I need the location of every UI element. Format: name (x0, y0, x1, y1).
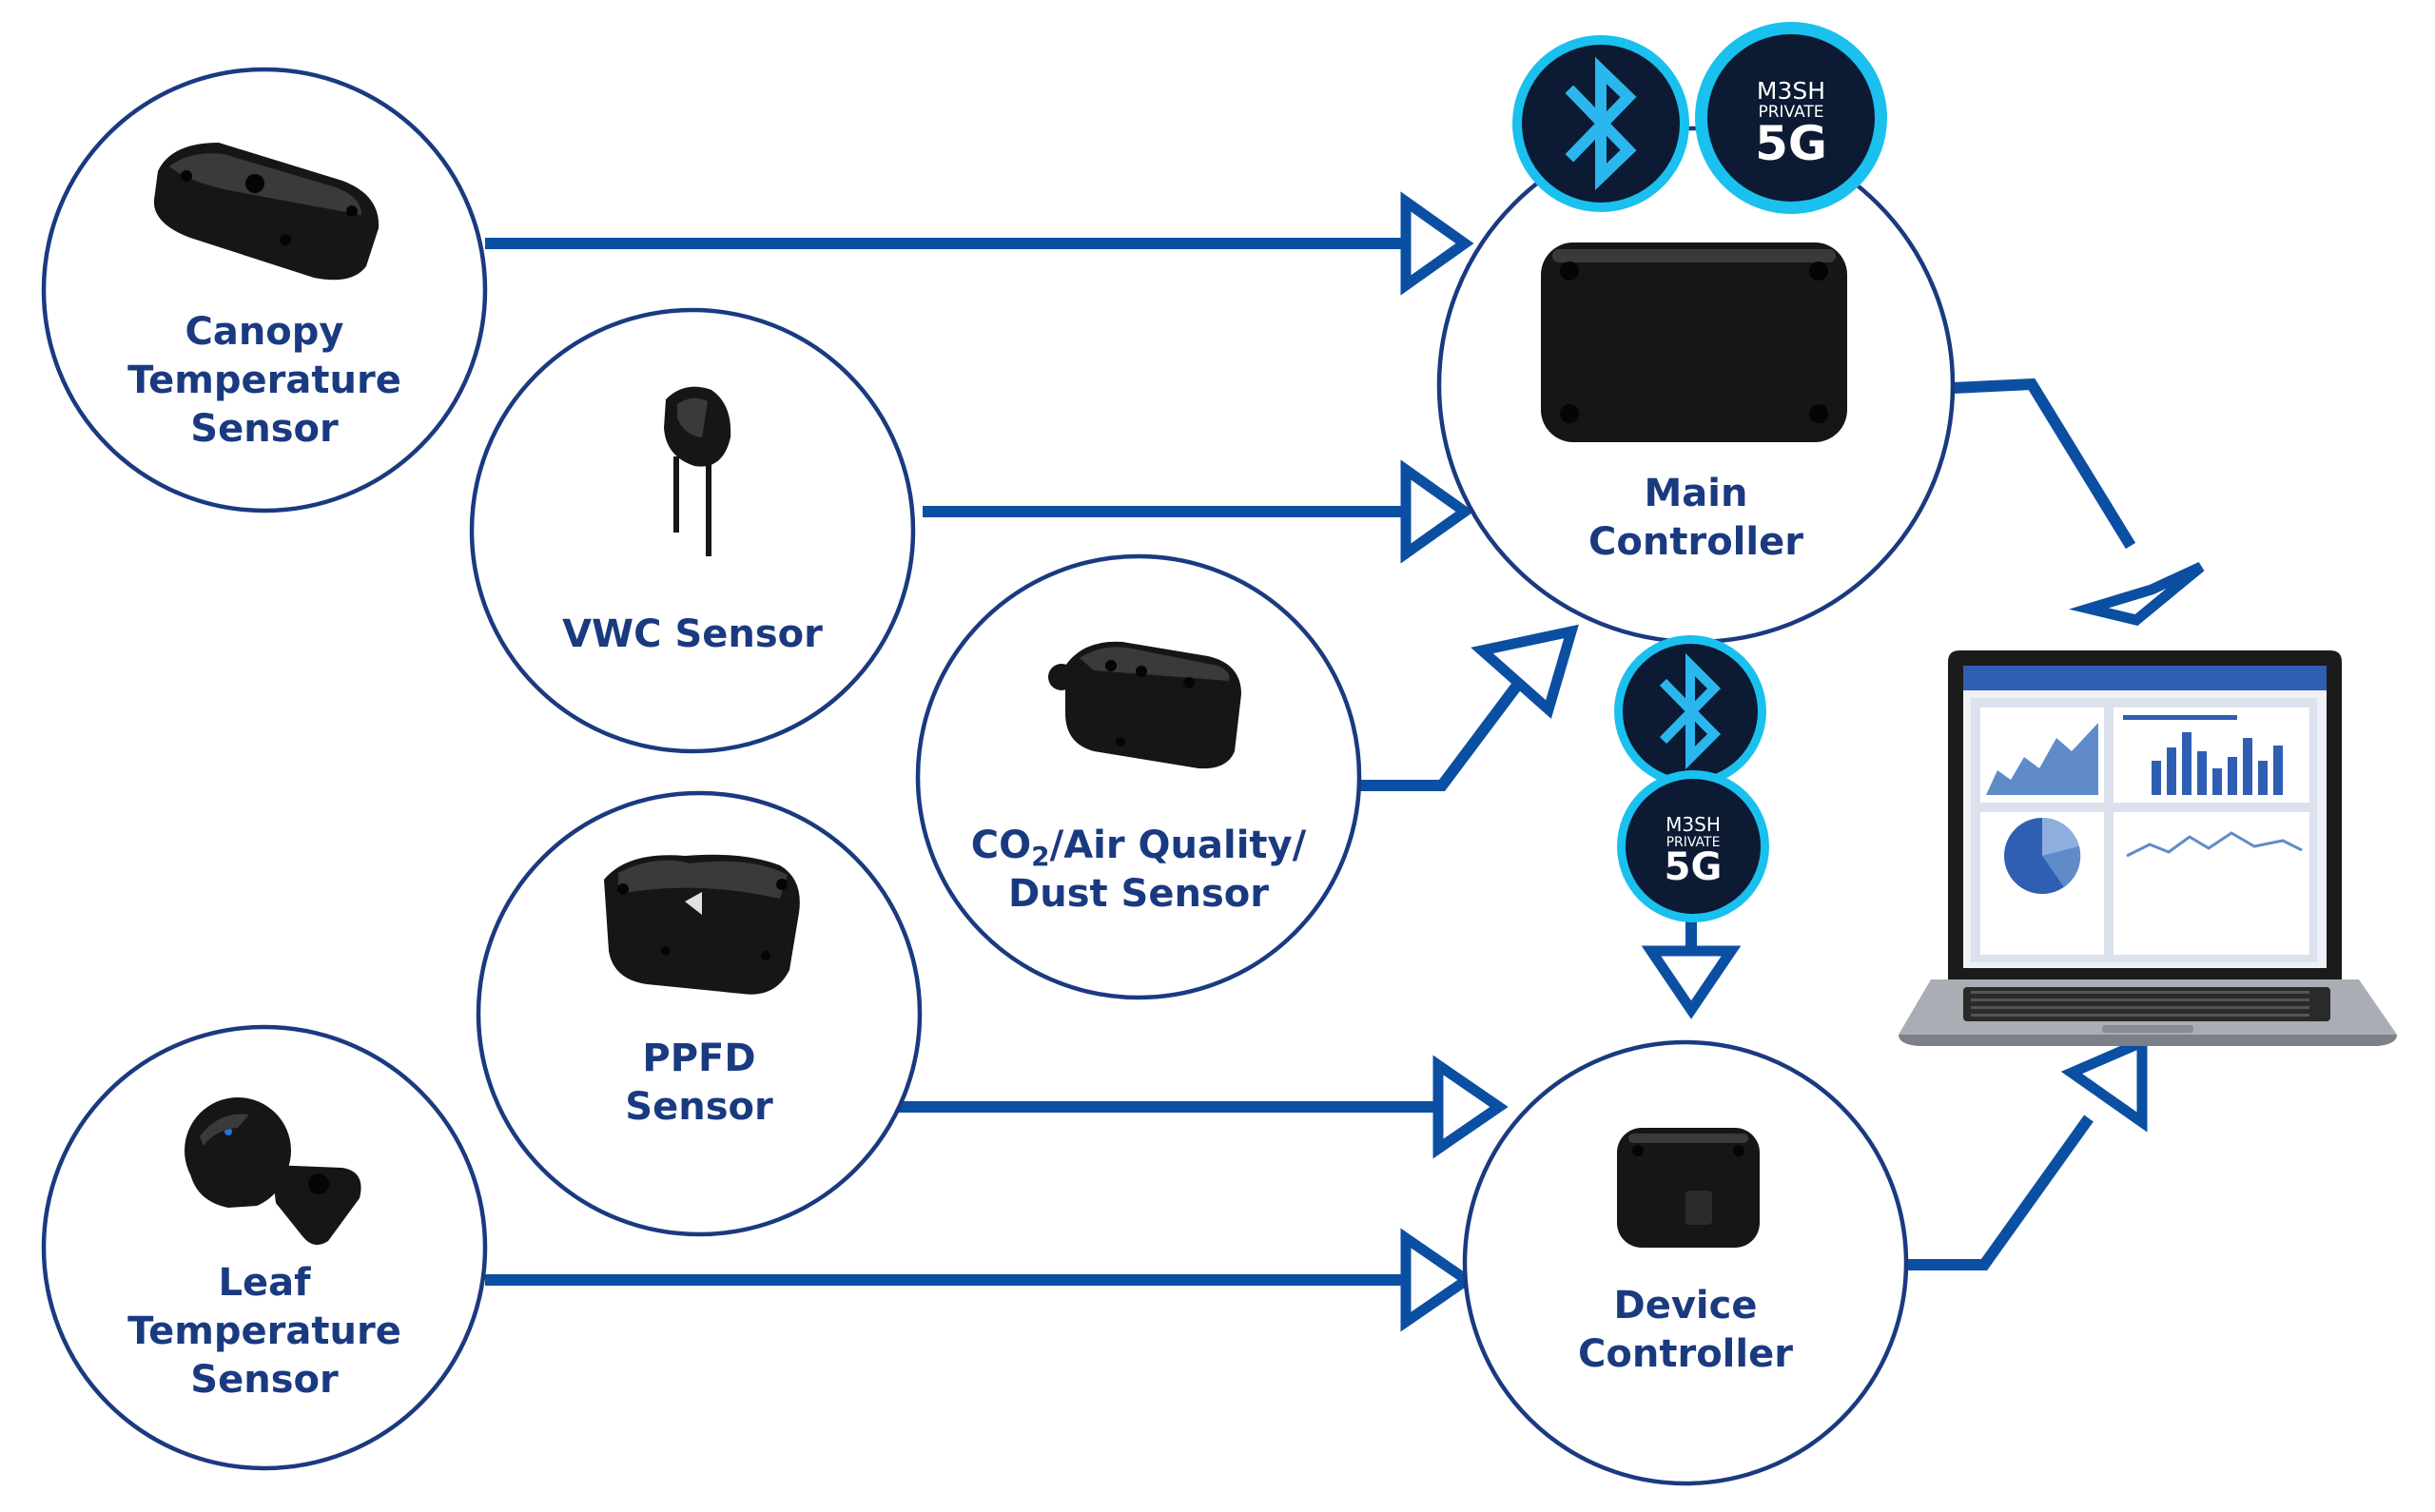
edge-device-to-laptop-head (2060, 1034, 2148, 1133)
edge-co2-to-main-head (1471, 624, 1579, 719)
leaf-sensor-device-icon (185, 1097, 361, 1245)
node-circle (41, 67, 488, 514)
node-canopy-temperature-sensor: Canopy Temperature Sensor (41, 67, 488, 514)
label-line: Controller (1588, 520, 1803, 564)
edge-main-to-laptop-head (2069, 562, 2205, 626)
mesh-label-line3: 5G (1755, 116, 1827, 171)
label-line: Temperature (127, 359, 401, 402)
label-co2-suffix: /Air Quality/ (1050, 824, 1307, 867)
label-line: Sensor (625, 1085, 773, 1129)
label-co2-prefix: CO (971, 824, 1031, 867)
label-line: Device (1614, 1284, 1758, 1328)
edge-main-to-laptop (1952, 378, 2136, 550)
co2-sensor-device-icon (1048, 641, 1241, 769)
node-device-controller: Device Controller (1462, 1039, 1909, 1486)
node-vwc-sensor: VWC Sensor (469, 307, 916, 754)
mesh-label-line1: M3SH (1666, 813, 1721, 836)
mesh-private-5g-icon: M3SH PRIVATE 5G (1695, 22, 1887, 214)
label-line: PPFD (642, 1037, 755, 1080)
node-circle (41, 1024, 488, 1471)
bluetooth-icon (1512, 35, 1689, 212)
edge-co2-to-main (1360, 675, 1527, 791)
node-circle (915, 553, 1362, 1000)
label-line: Leaf (218, 1261, 311, 1305)
label-co2-subscript: 2 (1031, 841, 1049, 872)
node-co2-air-quality-dust-sensor: CO2/Air Quality/ Dust Sensor (915, 553, 1362, 1000)
mesh-label-line2: PRIVATE (1666, 835, 1721, 850)
edge-main-to-device-head (1641, 945, 1742, 1019)
device-controller-device-icon (1617, 1128, 1760, 1248)
label-line: Sensor (190, 407, 339, 451)
edge-vwc-to-main-head (1400, 459, 1474, 564)
edge-ppfd-to-device-head (1432, 1055, 1509, 1159)
node-ppfd-sensor: PPFD Sensor (476, 790, 923, 1237)
mesh-label-line2: PRIVATE (1758, 103, 1823, 122)
mesh-label-line3: 5G (1665, 845, 1723, 889)
label-line: Main (1645, 472, 1748, 515)
label-line: VWC Sensor (562, 612, 823, 656)
bluetooth-icon (1614, 635, 1766, 787)
ppfd-sensor-device-icon (604, 854, 800, 995)
node-circle (469, 307, 916, 754)
label-line: Canopy (185, 310, 343, 354)
mesh-private-5g-icon: M3SH PRIVATE 5G (1617, 770, 1769, 922)
vwc-sensor-device-icon (664, 386, 731, 556)
edge-device-to-laptop (1902, 1115, 2094, 1270)
edge-leaf-to-device-head (1400, 1228, 1476, 1332)
laptop-dashboard-icon (1899, 650, 2397, 1046)
label-line: Dust Sensor (1008, 872, 1269, 916)
node-leaf-temperature-sensor: Leaf Temperature Sensor (41, 1024, 488, 1471)
node-circle (476, 790, 923, 1237)
label-line: Temperature (127, 1309, 401, 1353)
mesh-label-line1: M3SH (1757, 77, 1825, 105)
label-line: CO2/Air Quality/ (971, 824, 1307, 872)
node-main-controller: Main Controller (1436, 126, 1956, 645)
main-controller-device-icon (1541, 242, 1847, 442)
node-circle (1462, 1039, 1909, 1486)
label-line: Sensor (190, 1358, 339, 1402)
edges (485, 191, 2205, 1332)
edge-canopy-to-main-head (1400, 191, 1474, 296)
label-line: Controller (1578, 1332, 1793, 1376)
canopy-sensor-device-icon (153, 143, 380, 281)
